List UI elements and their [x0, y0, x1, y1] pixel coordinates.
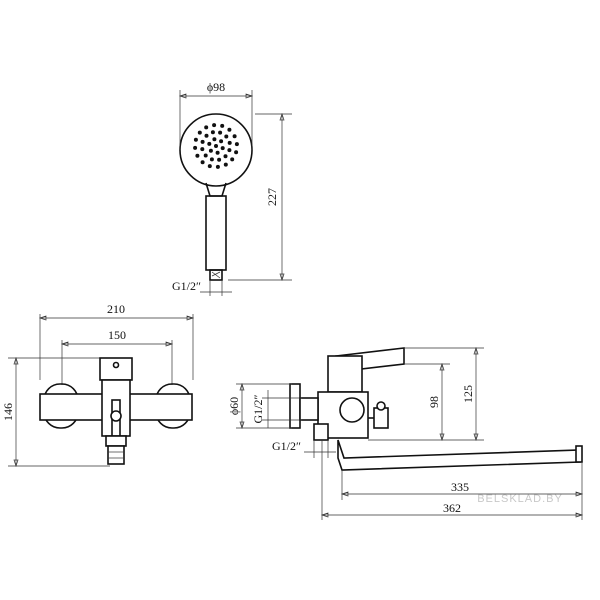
nozzle-dot [204, 125, 209, 130]
nozzle-dot [217, 157, 222, 162]
cartridge-housing [99, 357, 133, 381]
nozzle-dot [224, 134, 229, 139]
nozzle-dot [232, 134, 237, 139]
nozzle-dot [207, 141, 212, 146]
nozzle-dot [212, 137, 217, 142]
nozzle-dot [200, 139, 205, 144]
wall-flange [289, 383, 301, 429]
nozzle-dot [204, 133, 209, 138]
shower-outlet [313, 423, 329, 441]
hand-shower-length-label: 227 [265, 188, 279, 206]
watermark: BELSKLAD.BY [477, 493, 563, 505]
diverter-housing [339, 397, 365, 423]
nozzle-dot [209, 157, 214, 162]
cartridge-body [327, 355, 363, 393]
total-reach-label: 362 [443, 501, 461, 515]
body-height-label: 125 [461, 385, 475, 403]
nozzle-dot [234, 150, 239, 155]
nozzle-dot [210, 130, 215, 135]
hose-thread-label: G1/2″ [172, 279, 201, 293]
nozzle-dot [220, 123, 225, 128]
nozzle-dot [203, 153, 208, 158]
nozzle-dot [207, 164, 212, 169]
spout-nut [105, 435, 127, 447]
nozzle-dot [227, 148, 232, 153]
nozzle-dot [230, 157, 235, 162]
nozzle-dot [223, 162, 228, 167]
nozzle-dot [219, 139, 224, 144]
nozzle-dot [215, 164, 220, 169]
nozzle-dot [200, 160, 205, 165]
flange-diameter-label: ϕ60 [227, 397, 241, 415]
center-distance-label: 150 [108, 328, 126, 342]
nozzle-dot [214, 144, 218, 148]
nozzle-dot [197, 130, 202, 135]
nozzle-dot [223, 154, 228, 159]
head-diameter-label: ϕ98 [207, 80, 225, 94]
spout-reach-label: 335 [451, 480, 469, 494]
nozzle-dot [200, 147, 205, 152]
side-view: ϕ60 G1/2″ G1/2″ 98 125 335 362 [227, 346, 584, 520]
hand-shower-view: ϕ98 227 G1/2″ [172, 80, 292, 296]
shower-thread-end [209, 269, 223, 281]
nozzle-dot [218, 130, 223, 135]
outlet-thread-label: G1/2″ [272, 439, 301, 453]
overall-width-label: 210 [107, 302, 125, 316]
nozzle-dot [227, 140, 232, 145]
eccentric-connector [299, 397, 319, 421]
nozzle-dot [220, 146, 225, 151]
diverter-button [373, 407, 389, 429]
nozzle-dot [227, 127, 232, 132]
lever-height-label: 98 [427, 396, 441, 408]
overall-height-label: 146 [1, 403, 15, 421]
spout [337, 439, 581, 471]
nozzle-dot [215, 150, 220, 155]
shower-nozzle-dots [193, 123, 239, 169]
nozzle-dot [212, 123, 217, 128]
nozzle-dot [234, 142, 239, 147]
shower-handle [205, 195, 227, 271]
inlet-thread-label: G1/2″ [251, 395, 265, 424]
nozzle-dot [193, 137, 198, 142]
spout-tip [575, 445, 583, 463]
nozzle-dot [208, 148, 213, 153]
nozzle-dot [193, 145, 198, 150]
front-view: 210 150 146 [1, 302, 195, 468]
aerator [107, 445, 125, 465]
nozzle-dot [195, 153, 200, 158]
